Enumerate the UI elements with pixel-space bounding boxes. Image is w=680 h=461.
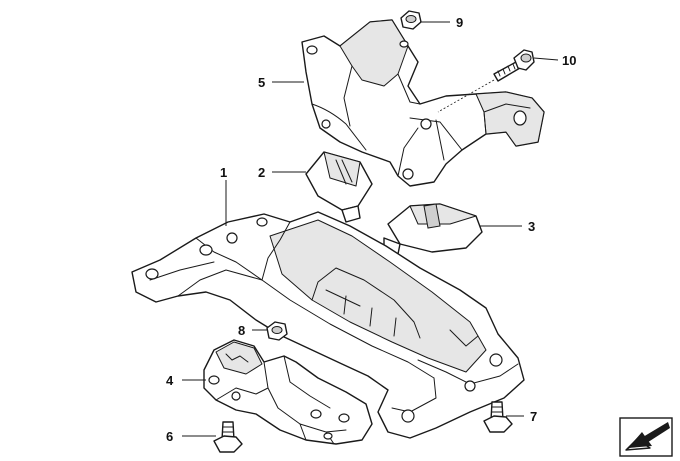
part-5-bracket (301, 19, 545, 187)
callout-4: 4 (166, 373, 174, 388)
part-6-bolt (213, 421, 243, 453)
callout-2: 2 (258, 165, 265, 180)
part-2-rubber-mount (305, 151, 373, 223)
callout-7: 7 (530, 409, 537, 424)
part-4-lower-bracket (203, 339, 373, 445)
part-7-bolt (483, 401, 513, 433)
part-9-nut (400, 10, 422, 30)
callout-3: 3 (528, 219, 535, 234)
leader-lines (182, 21, 559, 437)
part-3-rubber-mount (383, 203, 483, 255)
callout-8: 8 (238, 323, 245, 338)
part-8-nut (266, 321, 288, 341)
callout-labels: 1 2 3 4 5 6 7 8 9 10 (166, 15, 576, 444)
arrow-down-left-icon (619, 417, 673, 457)
leader-10 (533, 57, 559, 61)
callout-5: 5 (258, 75, 265, 90)
callout-6: 6 (166, 429, 173, 444)
callout-9: 9 (456, 15, 463, 30)
part-10-bolt (437, 49, 535, 113)
callout-10: 10 (562, 53, 576, 68)
part-1-crossmember (131, 211, 525, 439)
callout-1: 1 (220, 165, 227, 180)
